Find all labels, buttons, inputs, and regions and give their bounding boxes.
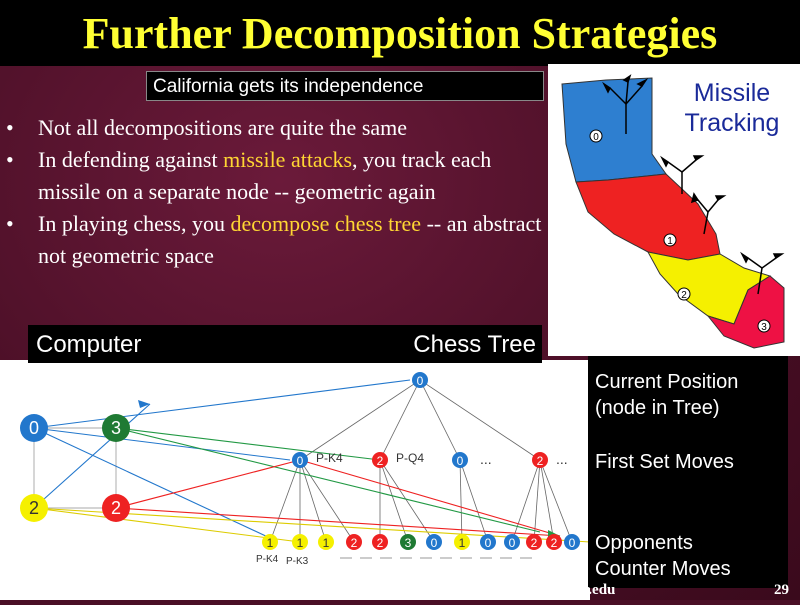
tree-level1-node-3: 2 [532,452,548,468]
svg-text:2: 2 [531,536,538,550]
first-set-moves: First Set Moves [595,451,734,473]
tree-root-node: 0 [412,372,428,388]
move-label-1: P-K4 [316,451,343,465]
page-number: 29 [774,582,789,598]
svg-text:1: 1 [297,536,304,550]
map-region-marker-1: 1 [663,233,677,247]
caption-box: California gets its independence [146,71,544,101]
svg-text:0: 0 [417,374,424,388]
leaf-move-label-2: P-K3 [286,556,309,567]
svg-text:3: 3 [761,322,767,333]
svg-text:2: 2 [551,536,558,550]
ellipsis-1: ... [480,451,492,467]
tree-leaf-node-4: 2 [372,534,388,550]
svg-text:0: 0 [569,536,576,550]
mapping-arrows [33,379,591,543]
opponents-line2: Counter Moves [595,558,731,580]
svg-text:1: 1 [667,236,673,247]
bullet-text: , you track each missile on a separate n… [38,147,492,204]
computer-node-0: 0 [20,414,48,442]
current-position-line1: Current Position [595,371,739,393]
opponents-line1: Opponents [595,532,693,554]
svg-text:2: 2 [377,454,384,468]
california-map-svg [561,74,785,349]
tree-leaf-node-9: 0 [504,534,520,550]
svg-text:3: 3 [111,418,121,438]
map-region-marker-0: 0 [589,129,603,143]
move-label-2: P-Q4 [396,451,424,465]
bullet-item-2: • In defending against missile attacks, y… [6,144,546,208]
computer-node-3: 2 [102,494,130,522]
svg-text:0: 0 [457,454,464,468]
tree-level1-node-1: 2 [372,452,388,468]
ellipsis-2: ... [556,451,568,467]
bullet-highlight: missile attacks [223,147,353,172]
tree-edges [269,379,573,543]
slide-title: Further Decomposition Strategies [82,9,718,58]
tree-leaf-node-10: 2 [526,534,542,550]
computer-node-1: 3 [102,414,130,442]
svg-text:0: 0 [509,536,516,550]
missile-tracking-map: Missile Tracking [548,64,800,356]
chess-diagram-panel: 0 3 2 2 0 0 2 0 [0,360,591,600]
tree-leaf-node-2: 1 [318,534,334,550]
map-markers-svg: 0 1 2 3 [589,129,771,333]
computer-node-2: 2 [20,494,48,522]
svg-text:0: 0 [431,536,438,550]
right-annotation-panel [588,356,788,588]
tree-leaf-node-5: 3 [400,534,416,550]
svg-text:0: 0 [297,454,304,468]
chess-tree-label: Chess Tree [188,325,542,363]
tree-level1-node-2: 0 [452,452,468,468]
bullet-text: Not all decompositions are quite the sam… [38,115,408,140]
map-title-line2: Tracking [684,109,780,137]
arrow-head [138,400,150,408]
svg-text:2: 2 [29,498,39,518]
tree-leaf-node-3: 2 [346,534,362,550]
missile-arrows [602,74,785,295]
tree-leaf-node-7: 1 [454,534,470,550]
tree-level1-node-0: 0 [292,452,308,468]
bullet-text: In defending against [38,147,224,172]
svg-text:2: 2 [351,536,358,550]
svg-text:1: 1 [459,536,466,550]
missile-tracking-label: Missile Tracking [672,78,792,138]
current-position-line2: (node in Tree) [595,397,720,419]
svg-text:2: 2 [111,498,121,518]
leaf-move-label-1: P-K4 [256,554,279,565]
svg-text:0: 0 [485,536,492,550]
map-region-marker-3: 3 [757,319,771,333]
svg-text:0: 0 [593,132,599,143]
tree-leaf-node-8: 0 [480,534,496,550]
svg-text:2: 2 [377,536,384,550]
footer-url: r.edu [583,582,616,598]
map-title-line1: Missile [693,79,771,107]
svg-text:1: 1 [323,536,330,550]
bullet-dot: • [6,115,14,140]
map-region-marker-2: 2 [677,287,691,301]
bullet-dot: • [6,147,14,172]
bullet-text: -- an abstract not geometric space [38,211,542,268]
bullet-text: In playing chess, you [38,211,231,236]
tree-leaf-node-1: 1 [292,534,308,550]
bullet-dot: • [6,211,14,236]
bullet-item-3: • In playing chess, you decompose chess t… [6,208,546,272]
bullet-list: • Not all decompositions are quite the sa… [6,112,546,272]
tree-leaf-node-6: 0 [426,534,442,550]
svg-text:2: 2 [537,454,544,468]
bullet-highlight: decompose chess tree [230,211,422,236]
title-bar [0,0,800,66]
svg-text:2: 2 [681,290,687,301]
computer-grid-edges [33,427,117,509]
tree-leaf-node-0: 1 [262,534,278,550]
tree-leaf-node-11: 2 [546,534,562,550]
computer-label: Computer [28,325,188,363]
tree-leaf-node-12: 0 [564,534,580,550]
svg-text:3: 3 [405,536,412,550]
chess-tree-svg: 0 3 2 2 0 0 2 0 [20,372,591,567]
svg-text:1: 1 [267,536,274,550]
svg-text:0: 0 [29,418,39,438]
bullet-item-1: • Not all decompositions are quite the sa… [6,112,546,144]
